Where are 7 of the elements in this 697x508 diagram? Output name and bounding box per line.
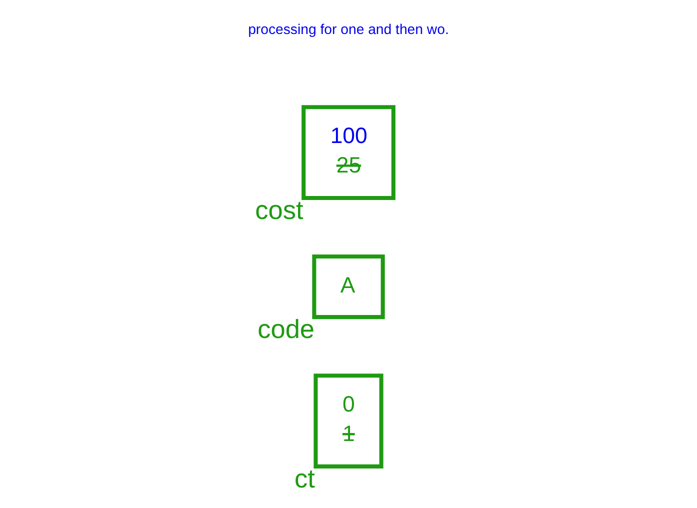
node-label: code bbox=[258, 314, 315, 344]
label: processing for one and then wo. bbox=[248, 21, 449, 38]
node-box: 100 25 bbox=[302, 105, 396, 200]
node-box: A bbox=[312, 254, 385, 320]
node-label: cost bbox=[255, 194, 304, 225]
node-box: 0 1 bbox=[314, 374, 384, 468]
node-label: ct bbox=[294, 463, 315, 494]
